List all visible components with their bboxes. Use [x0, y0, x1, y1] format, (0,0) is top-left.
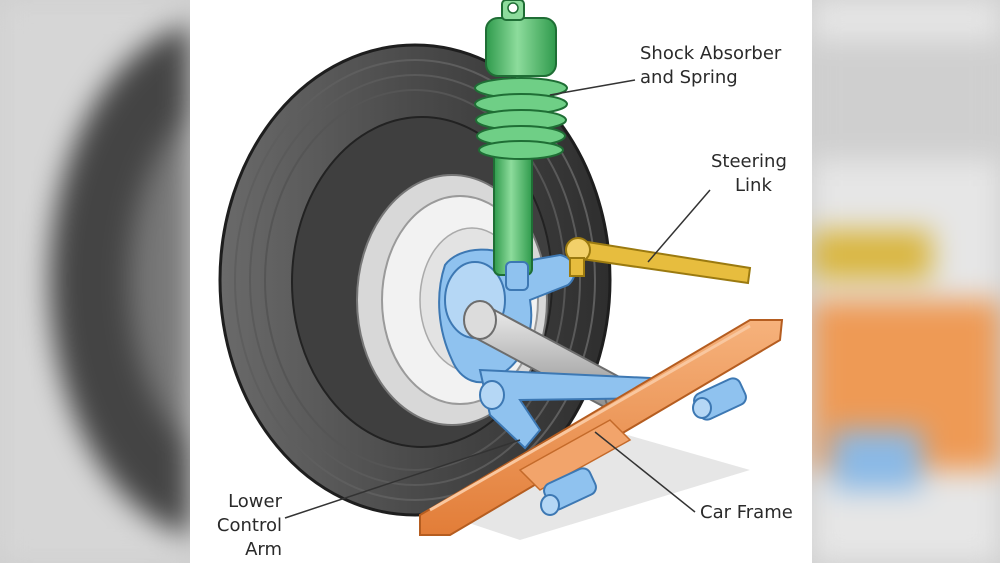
label-line: and Spring	[640, 67, 738, 88]
suspension-illustration	[218, 0, 784, 540]
label-line: Car Frame	[700, 502, 793, 523]
frame-bushings	[540, 377, 747, 516]
blurred-left-border	[0, 0, 190, 563]
shock-absorber-spring	[474, 0, 568, 291]
label-line: Shock Absorber	[640, 43, 782, 64]
leader-shock	[549, 79, 636, 96]
leader-car-frame	[594, 431, 696, 513]
label-lower-control-arm: Lower Control Arm	[210, 490, 282, 562]
label-steering-link: Steering Link	[711, 150, 787, 198]
label-shock-absorber: Shock Absorber and Spring	[640, 42, 781, 90]
blurred-frame-right	[812, 0, 1000, 563]
leader-lines	[284, 79, 711, 519]
label-line: Lower	[228, 491, 282, 512]
leader-steering	[647, 189, 711, 263]
blurred-right-border	[812, 0, 1000, 563]
label-line: Steering	[711, 151, 787, 172]
steering-link	[565, 237, 752, 285]
label-line: Control	[216, 515, 282, 536]
label-car-frame: Car Frame	[700, 501, 793, 525]
label-line: Arm	[245, 539, 282, 560]
blurred-tire-left	[0, 0, 190, 563]
label-line: Link	[735, 175, 772, 196]
leader-lower-arm	[284, 439, 521, 519]
suspension-diagram-panel: Shock Absorber and Spring Steering Link …	[190, 0, 812, 563]
